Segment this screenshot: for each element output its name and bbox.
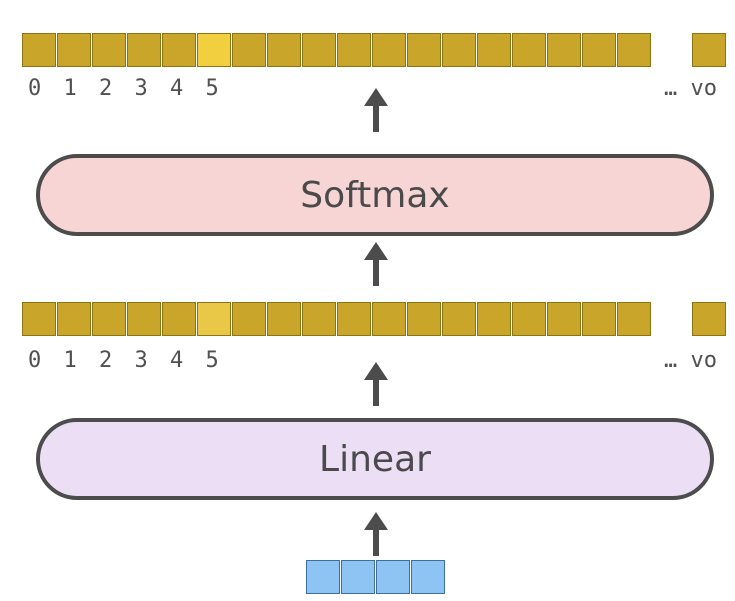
vector-cell <box>162 302 196 336</box>
vector-cell <box>582 33 616 67</box>
vector-cell <box>22 33 56 67</box>
vector-cell <box>337 33 371 67</box>
logits-vector <box>22 302 652 336</box>
vocab-ellipsis-label: … vo <box>664 76 717 101</box>
vector-cell <box>407 33 441 67</box>
vector-cell <box>92 302 126 336</box>
logits-vector-last-cell <box>692 302 727 336</box>
index-label: 4 <box>170 76 184 101</box>
vector-cell <box>442 33 476 67</box>
vector-cell <box>477 33 511 67</box>
vector-cell <box>302 302 336 336</box>
input-vector <box>306 560 446 594</box>
vector-cell <box>692 33 726 67</box>
vector-cell <box>617 33 651 67</box>
index-label: 5 <box>205 76 219 101</box>
vector-cell <box>512 302 546 336</box>
index-label: 0 <box>28 348 42 373</box>
vector-cell <box>22 302 56 336</box>
vector-cell <box>547 302 581 336</box>
vector-cell <box>232 33 266 67</box>
up-arrow-icon <box>364 362 388 406</box>
vector-cell <box>411 560 445 594</box>
vector-cell <box>407 302 441 336</box>
index-label: 3 <box>134 348 148 373</box>
up-arrow-icon <box>364 512 388 556</box>
output-probability-vector <box>22 33 652 67</box>
index-label: 5 <box>205 348 219 373</box>
vector-cell <box>302 33 336 67</box>
index-label: 1 <box>63 76 77 101</box>
up-arrow-icon <box>364 242 388 286</box>
vector-cell <box>127 33 161 67</box>
index-label: 2 <box>99 348 113 373</box>
vector-cell <box>162 33 196 67</box>
vector-cell <box>692 302 726 336</box>
vector-cell <box>477 302 511 336</box>
index-label: 4 <box>170 348 184 373</box>
index-label: 3 <box>134 76 148 101</box>
vector-cell <box>341 560 375 594</box>
vector-cell <box>372 33 406 67</box>
vector-cell <box>92 33 126 67</box>
vocab-ellipsis-label: … vo <box>664 348 717 373</box>
vector-cell <box>617 302 651 336</box>
index-label: 2 <box>99 76 113 101</box>
highlighted-vector-cell <box>197 302 231 336</box>
vector-cell <box>232 302 266 336</box>
up-arrow-icon <box>364 88 388 132</box>
vector-cell <box>442 302 476 336</box>
vector-cell <box>372 302 406 336</box>
vector-cell <box>376 560 410 594</box>
softmax-block: Softmax <box>36 154 714 236</box>
output-index-labels: 0 1 2 3 4 5 <box>28 76 241 101</box>
vector-cell <box>512 33 546 67</box>
vector-cell <box>582 302 616 336</box>
index-label: 1 <box>63 348 77 373</box>
vector-cell <box>57 302 91 336</box>
vector-cell <box>127 302 161 336</box>
vector-cell <box>306 560 340 594</box>
vector-cell <box>267 33 301 67</box>
logits-index-labels: 0 1 2 3 4 5 <box>28 348 241 373</box>
vector-cell <box>547 33 581 67</box>
linear-block: Linear <box>36 418 714 500</box>
vector-cell <box>267 302 301 336</box>
vector-cell <box>337 302 371 336</box>
vector-cell <box>57 33 91 67</box>
output-vector-last-cell <box>692 33 727 67</box>
highlighted-vector-cell <box>197 33 231 67</box>
index-label: 0 <box>28 76 42 101</box>
